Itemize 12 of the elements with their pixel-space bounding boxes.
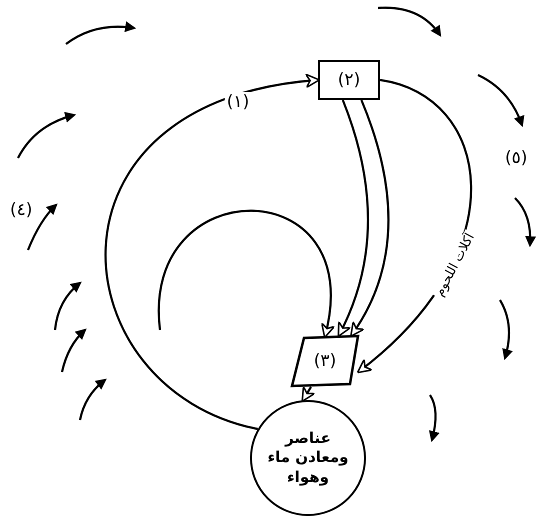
node-label: (٣) [312, 350, 338, 372]
block-arrow [301, 386, 316, 402]
block-arrow [337, 100, 370, 338]
block-arrow [104, 74, 320, 430]
stage-box [318, 60, 380, 100]
node-label: عناصر ومعادن ماء وهواء [266, 428, 350, 488]
stage-number: (٥) [505, 148, 528, 168]
stage-number: (٤) [10, 200, 32, 220]
block-arrow [350, 100, 390, 337]
edge-label: (١) [224, 92, 252, 112]
node-label: (٢) [336, 68, 362, 92]
block-arrow [158, 210, 334, 338]
